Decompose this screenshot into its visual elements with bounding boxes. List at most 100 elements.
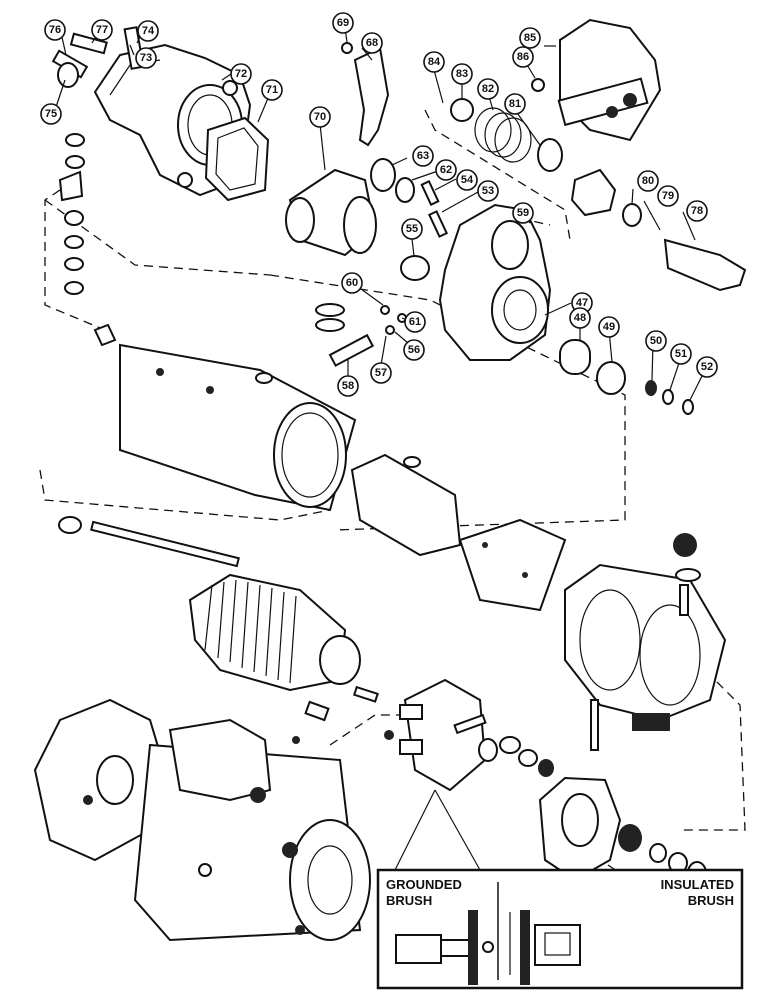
callout-83: 83 xyxy=(451,63,473,85)
callout-50: 50 xyxy=(645,330,667,352)
pole-shoe xyxy=(350,453,462,557)
callout-56: 56 xyxy=(403,339,425,361)
callout-49: 49 xyxy=(598,316,620,338)
callout-79: 79 xyxy=(657,185,679,207)
svg-text:70: 70 xyxy=(314,111,326,123)
commutator-end-cap xyxy=(538,699,642,882)
svg-text:80: 80 xyxy=(642,175,654,187)
svg-text:52: 52 xyxy=(701,361,713,373)
svg-text:50: 50 xyxy=(650,335,662,347)
callout-81: 81 xyxy=(504,93,526,115)
svg-text:71: 71 xyxy=(266,84,278,96)
callout-74: 74 xyxy=(137,20,159,42)
svg-text:69: 69 xyxy=(337,17,349,29)
svg-text:83: 83 xyxy=(456,68,468,80)
motor-frame xyxy=(119,343,357,512)
svg-text:84: 84 xyxy=(428,56,441,68)
brush-inset: GROUNDED BRUSH INSULATED BRUSH xyxy=(376,868,744,990)
armature-windings xyxy=(204,579,297,684)
callout-80: 80 xyxy=(637,170,659,192)
svg-text:58: 58 xyxy=(342,380,354,392)
callout-75: 75 xyxy=(40,103,62,125)
callout-69: 69 xyxy=(332,12,354,34)
armature xyxy=(58,516,379,703)
washer-55-58 xyxy=(315,255,430,367)
svg-text:53: 53 xyxy=(482,185,494,197)
callout-51: 51 xyxy=(670,343,692,365)
callout-59: 59 xyxy=(512,202,534,224)
svg-text:85: 85 xyxy=(524,32,536,44)
callout-71: 71 xyxy=(261,79,283,101)
callout-52: 52 xyxy=(696,356,718,378)
svg-text:49: 49 xyxy=(603,321,615,333)
field-shoe-cover xyxy=(458,518,567,612)
svg-text:47: 47 xyxy=(576,297,588,309)
small-clip-left xyxy=(292,700,330,744)
callout-63: 63 xyxy=(412,145,434,167)
plunger-and-spring xyxy=(450,98,747,292)
callout-58: 58 xyxy=(337,375,359,397)
svg-text:75: 75 xyxy=(45,108,57,120)
grounded-label-line1: GROUNDED xyxy=(386,877,462,892)
callout-78: 78 xyxy=(686,200,708,222)
svg-text:74: 74 xyxy=(142,25,155,37)
drive-pinion xyxy=(285,168,377,257)
bearing-parts-48-52 xyxy=(559,339,694,415)
callout-48: 48 xyxy=(569,307,591,329)
svg-text:78: 78 xyxy=(691,205,703,217)
svg-text:57: 57 xyxy=(375,367,387,379)
svg-text:73: 73 xyxy=(140,52,152,64)
svg-text:68: 68 xyxy=(366,37,378,49)
svg-text:86: 86 xyxy=(517,51,529,63)
svg-text:55: 55 xyxy=(406,223,418,235)
washer-stack-left xyxy=(58,133,117,347)
svg-text:54: 54 xyxy=(461,174,474,186)
field-coil-assembly xyxy=(564,533,727,731)
callout-55: 55 xyxy=(401,218,423,240)
nose-housing xyxy=(438,203,552,361)
svg-text:82: 82 xyxy=(482,83,494,95)
callout-73: 73 xyxy=(135,47,157,69)
svg-text:61: 61 xyxy=(409,316,421,328)
callout-60: 60 xyxy=(341,272,363,294)
grounded-brush-detail xyxy=(395,910,494,985)
svg-text:60: 60 xyxy=(346,277,358,289)
insulated-label-line2: BRUSH xyxy=(688,893,734,908)
svg-text:81: 81 xyxy=(509,98,521,110)
svg-text:77: 77 xyxy=(96,24,108,36)
svg-text:76: 76 xyxy=(49,24,61,36)
svg-text:62: 62 xyxy=(440,164,452,176)
insulated-label-line1: INSULATED xyxy=(661,877,734,892)
small-bolts-75-77 xyxy=(51,26,145,88)
callout-54: 54 xyxy=(456,169,478,191)
svg-text:59: 59 xyxy=(517,207,529,219)
grounded-label-line2: BRUSH xyxy=(386,893,432,908)
brush-plate xyxy=(384,678,554,792)
callout-86: 86 xyxy=(512,46,534,68)
callout-85: 85 xyxy=(519,27,541,49)
svg-text:51: 51 xyxy=(675,348,687,360)
housing-gasket xyxy=(204,116,270,202)
svg-text:72: 72 xyxy=(235,68,247,80)
solenoid xyxy=(531,18,662,142)
callout-76: 76 xyxy=(44,19,66,41)
callout-61: 61 xyxy=(404,311,426,333)
callout-53: 53 xyxy=(477,180,499,202)
assembled-starter xyxy=(33,698,371,942)
small-rings-62-63 xyxy=(370,158,449,238)
shift-lever xyxy=(341,42,390,147)
callout-57: 57 xyxy=(370,362,392,384)
callout-84: 84 xyxy=(423,51,445,73)
callout-82: 82 xyxy=(477,78,499,100)
insulated-brush-detail xyxy=(509,910,581,985)
callout-77: 77 xyxy=(91,19,113,41)
callout-70: 70 xyxy=(309,106,331,128)
svg-text:56: 56 xyxy=(408,344,420,356)
callout-72: 72 xyxy=(230,63,252,85)
callout-62: 62 xyxy=(435,159,457,181)
svg-text:48: 48 xyxy=(574,312,586,324)
svg-text:63: 63 xyxy=(417,150,429,162)
callout-68: 68 xyxy=(361,32,383,54)
svg-text:79: 79 xyxy=(662,190,674,202)
